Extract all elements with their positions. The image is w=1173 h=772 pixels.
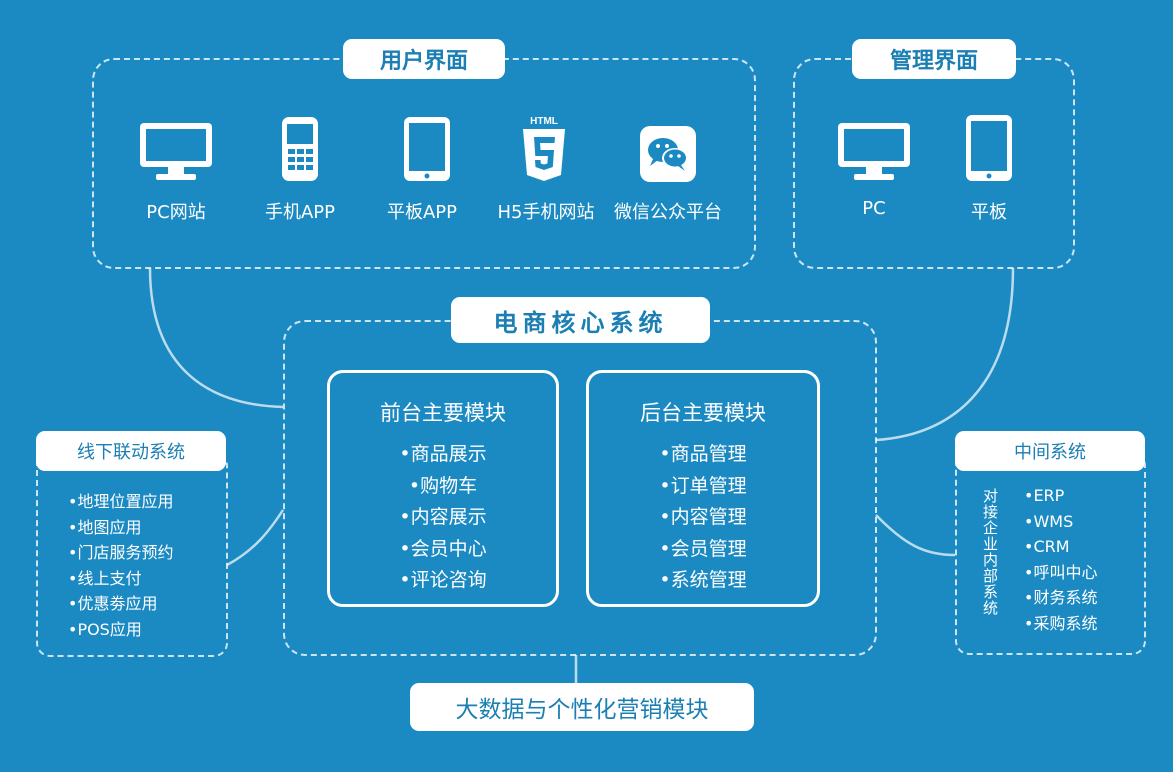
offline-item: •地图应用	[68, 517, 142, 537]
middleware-item: •WMS	[1024, 511, 1074, 531]
back-modules-title: 后台主要模块	[640, 401, 766, 425]
connector-offline-to-core	[226, 509, 285, 567]
offline-item: •地理位置应用	[68, 492, 174, 511]
front-module-item: •会员中心	[399, 537, 487, 560]
offline-system-list: •地理位置应用 •地图应用 •门店服务预约 •线上支付 •优惠劵应用 •POS应…	[68, 489, 173, 642]
middleware-item: •呼叫中心	[1024, 562, 1098, 582]
front-module-item: •购物车	[408, 474, 478, 497]
back-module-item: •订单管理	[659, 474, 747, 497]
icon-label-pc-site: PC网站	[146, 202, 206, 223]
bigdata-module-title: 大数据与个性化营销模块	[410, 683, 754, 731]
front-module-item: •评论咨询	[399, 569, 487, 591]
offline-system-title: 线下联动系统	[36, 431, 226, 471]
back-module-item: •商品管理	[659, 443, 747, 465]
icon-label-mobile-app: 手机APP	[264, 202, 336, 223]
core-system-title: 电商核心系统	[451, 297, 710, 343]
wechat-icon	[636, 118, 700, 182]
middleware-item: •采购系统	[1024, 613, 1098, 633]
middleware-item: •CRM	[1024, 537, 1070, 556]
phone-icon	[268, 113, 332, 183]
middleware-vertical-label: 对接企业内部系统	[981, 488, 999, 616]
icon-label-h5-site: H5手机网站	[497, 202, 595, 223]
offline-item: •优惠劵应用	[68, 594, 158, 613]
middleware-list: •ERP •WMS •CRM •呼叫中心 •财务系统 •采购系统	[1024, 483, 1097, 636]
icon-label-admin-pc: PC	[862, 198, 886, 219]
monitor-icon	[834, 115, 914, 183]
monitor-icon	[136, 115, 216, 183]
back-module-item: •系统管理	[659, 569, 747, 591]
middleware-item: •ERP	[1024, 486, 1065, 505]
back-module-item: •内容管理	[659, 506, 747, 528]
offline-item: •门店服务预约	[68, 543, 174, 562]
front-module-item: •商品展示	[399, 443, 487, 465]
front-modules-title: 前台主要模块	[380, 401, 506, 425]
user-interface-title: 用户界面	[343, 39, 505, 79]
offline-item: •POS应用	[68, 619, 142, 639]
icon-label-wechat: 微信公众平台	[614, 202, 722, 223]
middleware-item: •财务系统	[1024, 588, 1098, 607]
connector-middleware-to-core	[875, 514, 956, 557]
html5-icon: HTML	[512, 113, 576, 183]
connector-user-to-core	[148, 267, 284, 409]
tablet-icon	[395, 113, 459, 183]
svg-text:HTML: HTML	[530, 116, 558, 127]
offline-item: •线上支付	[68, 568, 142, 588]
front-modules-box: 前台主要模块 •商品展示 •购物车 •内容展示 •会员中心 •评论咨询	[327, 370, 559, 607]
front-module-item: •内容展示	[399, 506, 487, 528]
icon-label-admin-tablet: 平板	[971, 202, 1007, 223]
connector-admin-to-core	[875, 267, 1015, 442]
middleware-title: 中间系统	[955, 431, 1145, 471]
icon-label-tablet-app: 平板APP	[386, 202, 458, 223]
back-module-item: •会员管理	[659, 537, 747, 560]
back-modules-box: 后台主要模块 •商品管理 •订单管理 •内容管理 •会员管理 •系统管理	[586, 370, 820, 607]
admin-interface-title: 管理界面	[852, 39, 1016, 79]
tablet-icon	[957, 110, 1021, 183]
